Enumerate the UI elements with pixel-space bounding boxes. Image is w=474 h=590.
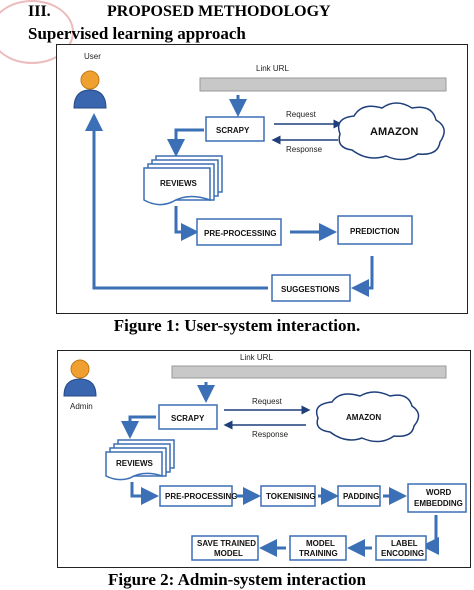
suggestions-label: SUGGESTIONS	[281, 285, 340, 294]
link-url-bar-2	[171, 365, 447, 379]
reviews-documents	[143, 155, 223, 206]
figure-1-caption: Figure 1: User-system interaction.	[113, 316, 361, 335]
model-training-label-line1: MODEL	[306, 539, 335, 548]
word-embedding-label-line2: EMBEDDING	[414, 499, 463, 508]
user-label: User	[84, 52, 101, 61]
label-encoding-box	[375, 535, 427, 561]
link-url-label-2: Link URL	[240, 353, 273, 362]
prediction-label: PREDICTION	[350, 227, 400, 236]
scrapy-box-2	[158, 404, 218, 430]
amazon-label: AMAZON	[370, 126, 418, 138]
tokenising-box	[260, 485, 316, 507]
padding-label: PADDING	[343, 492, 379, 501]
save-model-label-line1: SAVE TRAINED	[197, 539, 256, 548]
reviews-to-preprocessing-arrow	[174, 206, 199, 241]
request-label: Request	[286, 110, 317, 119]
label-encoding-label-line1: LABEL	[391, 539, 418, 548]
scrapy-label-2: SCRAPY	[171, 414, 205, 423]
response-label-2: Response	[252, 430, 289, 439]
prediction-box	[337, 215, 413, 245]
reviews-documents-2	[105, 439, 175, 481]
figure-2-caption: Figure 2: Admin-system interaction	[108, 570, 366, 589]
admin-actor-icon	[63, 359, 97, 397]
scrapy-to-reviews-arrow-2	[121, 415, 156, 439]
word-embedding-to-label-encoding-arrow	[421, 515, 439, 555]
section-number: III.	[28, 3, 51, 20]
preprocessing-label: PRE-PROCESSING	[204, 229, 276, 238]
section-subtitle: Supervised learning approach	[28, 24, 246, 43]
prediction-to-suggestions-arrow	[351, 256, 374, 297]
tokenising-label: TOKENISING	[266, 492, 316, 501]
model-training-box	[289, 535, 347, 561]
link-url-label: Link URL	[256, 64, 289, 73]
amazon-cloud	[337, 102, 445, 161]
link-url-bar	[199, 77, 447, 92]
scrapy-label: SCRAPY	[216, 126, 250, 135]
amazon-cloud-2	[315, 391, 420, 443]
watermark-seal	[0, 0, 74, 64]
request-label-2: Request	[252, 397, 283, 406]
model-training-label-line2: TRAINING	[299, 549, 338, 558]
padding-box	[337, 485, 381, 507]
label-encoding-label-line2: ENCODING	[381, 549, 424, 558]
suggestions-to-user-arrow	[85, 113, 268, 290]
preprocessing-box-2	[159, 485, 233, 507]
scrapy-box	[205, 116, 265, 142]
response-label: Response	[286, 145, 323, 154]
reviews-label: REVIEWS	[160, 179, 198, 188]
scrapy-to-reviews-arrow	[167, 128, 204, 157]
amazon-label-2: AMAZON	[346, 413, 381, 422]
user-actor-icon	[73, 70, 107, 109]
word-embedding-box	[407, 483, 467, 513]
word-embedding-label-line1: WORD	[426, 488, 452, 497]
preprocessing-label-2: PRE-PROCESSING	[165, 492, 237, 501]
reviews-to-preprocessing-arrow-2	[130, 482, 159, 505]
suggestions-box	[271, 274, 351, 302]
section-title: PROPOSED METHODOLOGY	[107, 3, 331, 20]
save-model-label-line2: MODEL	[214, 549, 243, 558]
admin-label: Admin	[70, 402, 93, 411]
reviews-label-2: REVIEWS	[116, 459, 154, 468]
preprocessing-box	[196, 218, 282, 246]
save-model-box	[191, 535, 259, 561]
